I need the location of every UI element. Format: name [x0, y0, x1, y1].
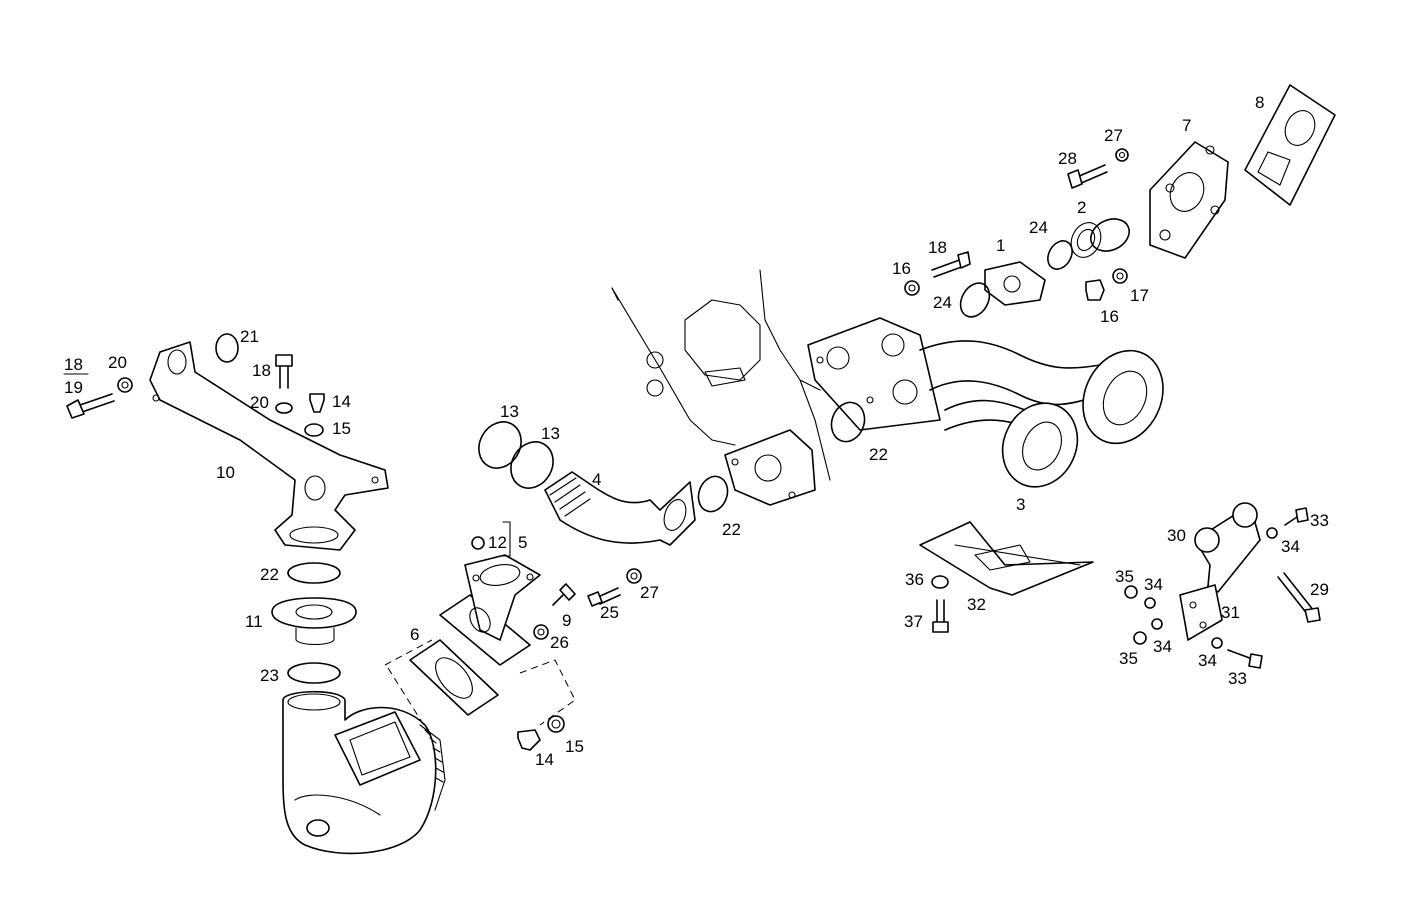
label-27-top: 27 [1104, 126, 1123, 145]
label-21: 21 [240, 327, 259, 346]
label-9: 9 [562, 611, 571, 630]
label-14-lower: 14 [535, 750, 554, 769]
label-8: 8 [1255, 93, 1264, 112]
flange-part-1 [959, 240, 1073, 318]
label-10: 10 [216, 463, 235, 482]
label-24-upper: 24 [1029, 218, 1048, 237]
label-34-lower-mid: 34 [1153, 637, 1172, 656]
label-17: 17 [1130, 286, 1149, 305]
label-18-fraction: 18 [64, 355, 83, 374]
label-6: 6 [410, 625, 419, 644]
label-19: 19 [64, 378, 83, 397]
elbow-part-5 [439, 536, 541, 666]
label-16-left: 16 [892, 259, 911, 278]
bracket-part-32 [919, 521, 1094, 633]
label-23: 23 [260, 666, 279, 685]
label-35-upper: 35 [1115, 567, 1134, 586]
label-34-upper-left: 34 [1144, 575, 1163, 594]
label-27-pipe: 27 [640, 583, 659, 602]
turbocharger [282, 690, 446, 855]
label-25: 25 [600, 603, 619, 622]
bolts-near-part-5 [517, 568, 642, 751]
label-3: 3 [1016, 495, 1025, 514]
label-24-lower: 24 [933, 293, 952, 312]
adapter-stack [271, 562, 357, 684]
label-11: 11 [245, 612, 263, 631]
intake-elbow-part-10 [149, 341, 389, 551]
label-15-lower: 15 [565, 737, 584, 756]
part-labels: 1 2 3 4 5 6 7 8 9 10 11 12 13 13 14 14 1… [64, 93, 1329, 769]
label-13-upper: 13 [500, 402, 519, 421]
label-5: 5 [518, 533, 527, 552]
label-22-pipe: 22 [722, 520, 741, 539]
label-22-elbow: 22 [260, 565, 279, 584]
label-37: 37 [904, 612, 923, 631]
label-4: 4 [592, 470, 601, 489]
mounting-hardware [1124, 502, 1321, 669]
label-16-right: 16 [1100, 307, 1119, 326]
engine-block-outline [611, 269, 831, 506]
label-35-lower: 35 [1119, 649, 1138, 668]
bolts-near-elbow [66, 333, 325, 437]
label-32: 32 [967, 595, 986, 614]
cover-plate-part-7 [1149, 141, 1229, 259]
label-12: 12 [488, 533, 507, 552]
label-20-left: 20 [108, 353, 127, 372]
label-33-upper: 33 [1310, 511, 1329, 530]
label-36: 36 [905, 570, 924, 589]
label-26: 26 [550, 633, 569, 652]
label-2: 2 [1077, 198, 1086, 217]
gasket-part-6 [384, 639, 576, 739]
label-7: 7 [1182, 116, 1191, 135]
label-18-manifold: 18 [928, 238, 947, 257]
label-14-upper: 14 [332, 392, 351, 411]
label-33-lower: 33 [1228, 669, 1247, 688]
gasket-plate-part-8 [1244, 84, 1336, 206]
label-34-lower: 34 [1198, 651, 1217, 670]
group-bracket-5-12 [502, 521, 511, 557]
sleeve-part-2 [1070, 218, 1131, 258]
label-1: 1 [996, 236, 1005, 255]
label-22-manifold: 22 [869, 445, 888, 464]
label-13-lower: 13 [541, 424, 560, 443]
label-31: 31 [1221, 603, 1240, 622]
label-28: 28 [1058, 149, 1077, 168]
label-34-upper-right: 34 [1281, 537, 1300, 556]
label-15-upper: 15 [332, 419, 351, 438]
exhaust-manifold [807, 317, 1164, 488]
pipe-part-4 [478, 421, 729, 546]
label-20-elbow: 20 [250, 393, 269, 412]
label-18-elbow: 18 [252, 361, 271, 380]
bolts-and-washers-top [830, 148, 1129, 443]
label-30: 30 [1167, 526, 1186, 545]
label-29: 29 [1310, 580, 1329, 599]
